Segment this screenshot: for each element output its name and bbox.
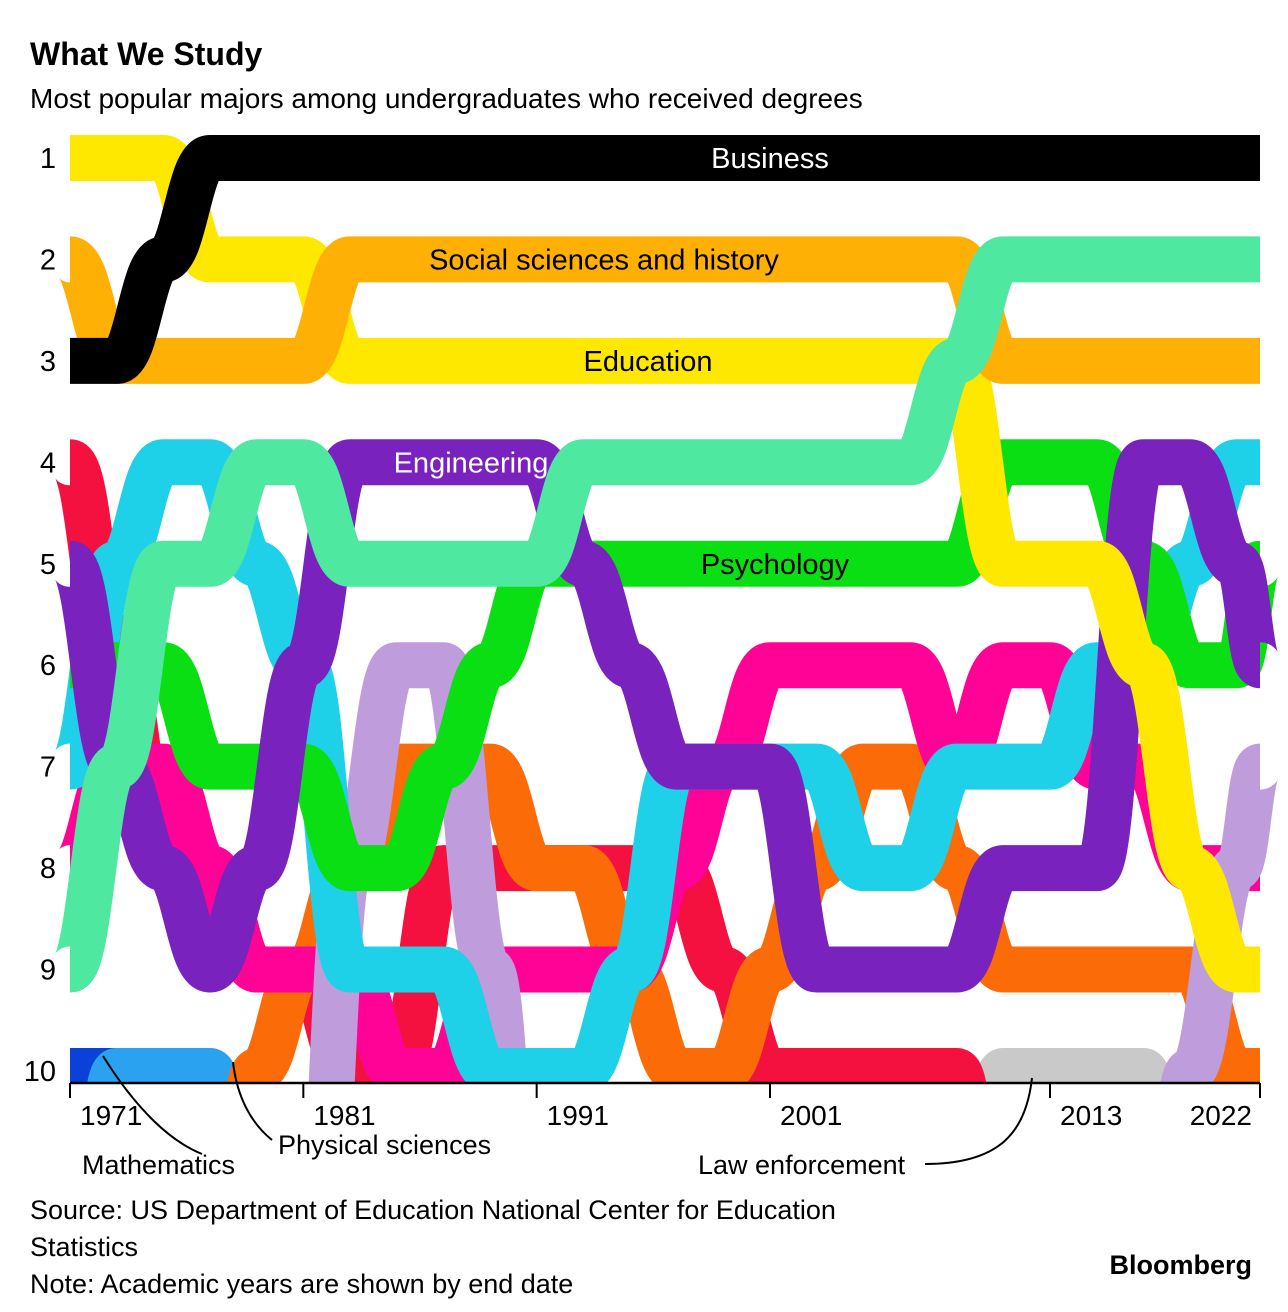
x-tick-label-1991: 1991 xyxy=(547,1100,609,1131)
education-label: Education xyxy=(584,346,713,378)
rank-label-7: 7 xyxy=(40,752,56,784)
rank-label-10: 10 xyxy=(24,1056,56,1088)
page-subtitle: Most popular majors among undergraduates… xyxy=(30,83,863,114)
rank-label-5: 5 xyxy=(40,549,56,581)
rank-label-1: 1 xyxy=(40,143,56,175)
rank-label-9: 9 xyxy=(40,955,56,987)
health-professions-line xyxy=(53,236,1260,993)
engineering-label: Engineering xyxy=(394,447,549,479)
physical-sciences-line xyxy=(87,1048,240,1083)
ribbons xyxy=(53,135,1283,1083)
bloomberg-logo: Bloomberg xyxy=(1109,1250,1252,1280)
rank-label-4: 4 xyxy=(40,447,56,479)
rank-label-8: 8 xyxy=(40,853,56,885)
x-tick-label-1971: 1971 xyxy=(80,1100,142,1131)
social-sciences-history-label: Social sciences and history xyxy=(429,244,779,276)
business-label: Business xyxy=(711,143,829,175)
law-enforcement-line xyxy=(973,1048,1173,1083)
source-note: Source: US Department of Education Natio… xyxy=(30,1195,836,1262)
rank-label-2: 2 xyxy=(40,244,56,276)
page-title: What We Study xyxy=(30,36,263,72)
x-tick-label-2022: 2022 xyxy=(1190,1100,1252,1131)
bump-chart: Psychology Engineering Education Social sci… xyxy=(24,135,1283,1180)
mathematics-annotation: Mathematics xyxy=(82,1150,235,1180)
rank-label-3: 3 xyxy=(40,346,56,378)
law-enforcement-annotation: Law enforcement xyxy=(698,1150,906,1180)
methodology-note: Note: Academic years are shown by end da… xyxy=(30,1269,574,1299)
chart-footer: Source: US Department of Education Natio… xyxy=(30,1192,930,1303)
biology-line xyxy=(53,439,1260,1083)
x-tick-label-2013: 2013 xyxy=(1060,1100,1122,1131)
business-line xyxy=(70,135,1260,384)
education-line xyxy=(70,135,1260,993)
physical-sciences-leader-line xyxy=(232,1061,273,1141)
mathematics-leader-line xyxy=(102,1055,203,1155)
chart-header: What We Study Most popular majors among … xyxy=(30,36,1260,115)
communication-line xyxy=(56,642,1260,1083)
rank-label-6: 6 xyxy=(40,650,56,682)
physical-sciences-annotation: Physical sciences xyxy=(278,1130,491,1160)
law-enforcement-leader-line xyxy=(924,1077,1033,1165)
psychology-label: Psychology xyxy=(701,549,850,581)
x-tick-label-1981: 1981 xyxy=(313,1100,375,1131)
x-tick-label-2001: 2001 xyxy=(780,1100,842,1131)
